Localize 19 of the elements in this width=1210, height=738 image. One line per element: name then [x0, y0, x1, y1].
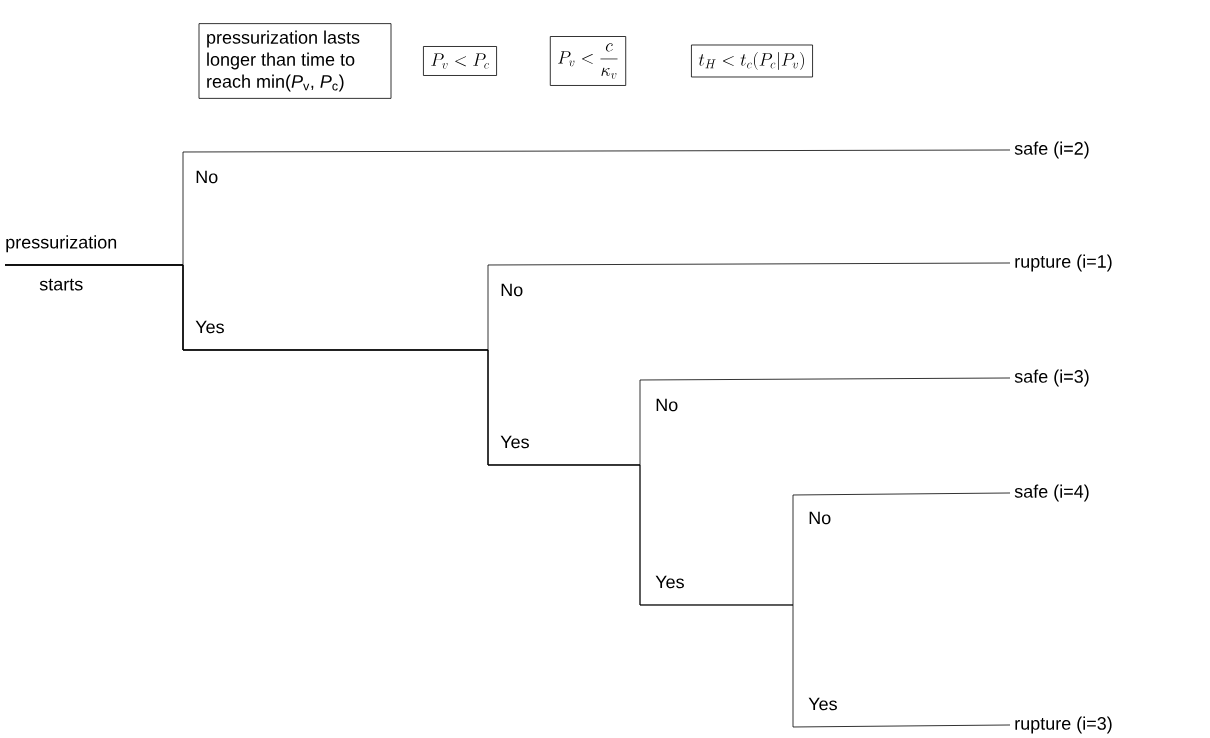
condition-box: $P_v < \frac{c}{\kappa_v}$ [549, 36, 627, 86]
branch-label: No [501, 283, 523, 297]
condition-box: pressurization lasts longer than time to reach min(P$_{v}$, P$_{c}$) [198, 23, 392, 99]
outcome-label: rupture (i=1) [1015, 254, 1112, 272]
branch-label: Yes [808, 697, 837, 711]
condition-box: $P_v < P_c$ [423, 46, 497, 76]
outcome-label: rupture (i=3) [1015, 716, 1112, 734]
condition-box: $t_H < t_c(P_c|P_v)$ [691, 44, 813, 78]
branch-label: Yes [500, 435, 529, 449]
outcome-label: safe (i=4) [1014, 484, 1089, 502]
branch-label: No [809, 511, 831, 525]
tree-branch [4, 264, 1011, 728]
outcome-label: safe (i=3) [1014, 369, 1089, 387]
branch-label: Yes [195, 320, 224, 334]
event-label: pressurization starts [6, 235, 117, 291]
outcome-label: safe (i=2) [1014, 141, 1089, 159]
branch-label: No [196, 170, 218, 184]
branch-label: No [656, 398, 678, 412]
branch-label: Yes [655, 575, 684, 589]
